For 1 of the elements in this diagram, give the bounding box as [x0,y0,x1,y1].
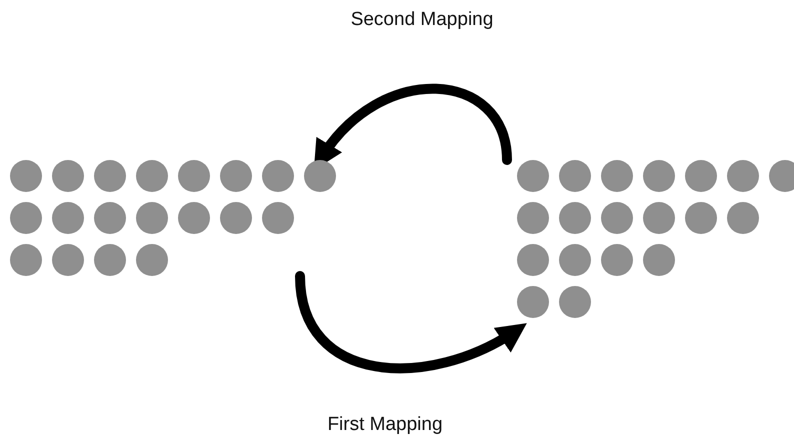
curved-arrow [295,271,528,374]
